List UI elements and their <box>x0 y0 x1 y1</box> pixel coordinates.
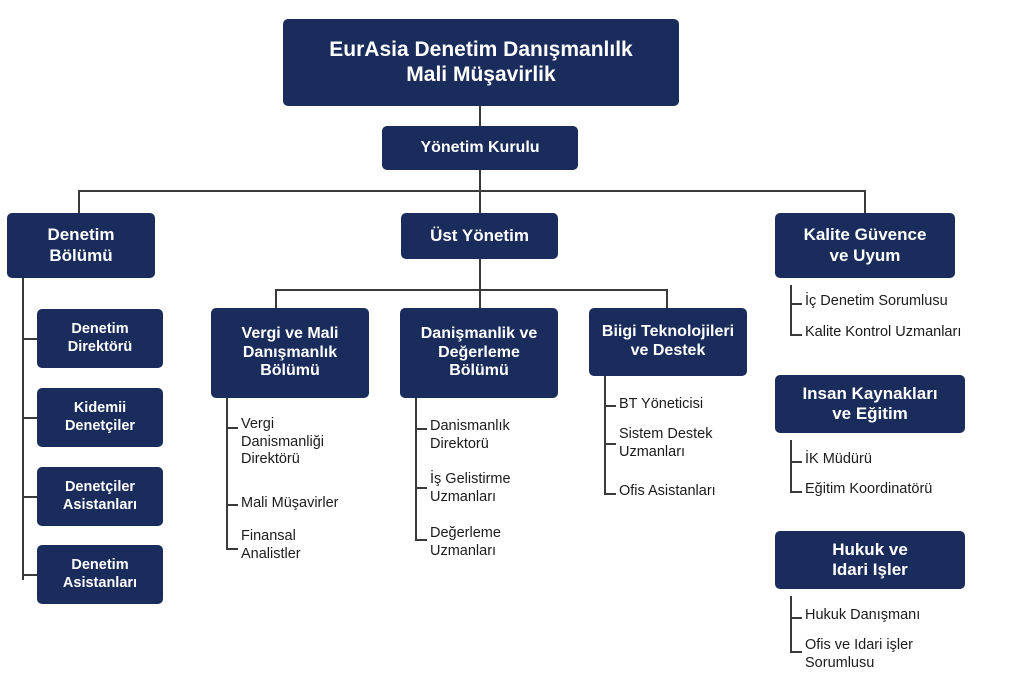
node-yonetim-kurulu[interactable]: Yönetim Kurulu <box>382 126 578 170</box>
connector-hr-spine <box>790 440 792 492</box>
connector-legal-stub-0 <box>790 617 802 619</box>
leaf-kalite-kontrol-uzmanlari: Kalite Kontrol Uzmanları <box>805 324 962 340</box>
connector-vergi-stub-1 <box>226 504 238 506</box>
connector-audit-stub-1 <box>22 417 38 419</box>
connector-danismanlik-stub-2 <box>415 539 427 541</box>
node-denetim-direktoru[interactable]: Denetim Direktörü <box>37 309 163 368</box>
leaf-hukuk-danismani: Hukuk Danışmanı <box>805 607 921 623</box>
leaf-is-gelistirme-uzmanlari: İş Gelistirme Uzmanları <box>430 471 511 505</box>
connector-level1-bus <box>78 190 866 192</box>
node-denetciler-asistanlari[interactable]: Denetçiler Asistanları <box>37 467 163 526</box>
leaf-egitim-koordinatoru: Eğitim Koordinatörü <box>805 481 933 497</box>
connector-vergi-spine <box>226 398 228 550</box>
leaf-finansal-analistler: Finansal Analistler <box>241 528 301 562</box>
node-denetim-asistanlari[interactable]: Denetim Asistanları <box>37 545 163 604</box>
connector-board-down <box>479 170 481 191</box>
node-root-company[interactable]: EurAsia Denetim Danışmanlılk Mali Müşavi… <box>283 19 679 106</box>
connector-danismanlik-stub-0 <box>415 428 427 430</box>
node-hukuk-idari-isler[interactable]: Hukuk ve Idari Işler <box>775 531 965 589</box>
leaf-mali-musavirler: Mali Müşavirler <box>241 495 339 511</box>
connector-danismanlik-stub-1 <box>415 487 427 489</box>
connector-danismanlik-spine <box>415 398 417 541</box>
node-biigi-teknolojileri-destek[interactable]: Biigi Teknolojileri ve Destek <box>589 308 747 376</box>
connector-bt-stub-2 <box>604 493 616 495</box>
leaf-sistem-destek-uzmanlari: Sistem Destek Uzmanları <box>619 426 713 460</box>
leaf-vergi-danismanligi-direktoru: Vergi Danismanliği Direktörü <box>241 416 325 468</box>
connector-bt-spine <box>604 376 606 495</box>
connector-bt-stub-1 <box>604 443 616 445</box>
connector-bus-to-quality <box>864 190 866 213</box>
connector-audit-stub-3 <box>22 574 38 576</box>
connector-root-to-board <box>479 106 481 126</box>
connector-quality-stub-0 <box>790 303 802 305</box>
connector-vergi-stub-0 <box>226 427 238 429</box>
node-denetim-bolumu[interactable]: Denetim Bölümü <box>7 213 155 278</box>
connector-quality-stub-1 <box>790 334 802 336</box>
connector-bus-to-danismanlik <box>479 289 481 308</box>
connector-legal-spine <box>790 596 792 652</box>
connector-hr-stub-1 <box>790 491 802 493</box>
connector-bt-stub-0 <box>604 405 616 407</box>
connector-audit-stub-0 <box>22 338 38 340</box>
leaf-bt-yoneticisi: BT Yöneticisi <box>619 396 704 412</box>
leaf-ik-muduru: İK Müdürü <box>805 451 872 467</box>
connector-audit-spine <box>22 278 24 580</box>
node-kidemii-denetciler[interactable]: Kidemii Denetçiler <box>37 388 163 447</box>
leaf-ic-denetim-sorumlusu: İç Denetim Sorumlusu <box>805 293 948 309</box>
connector-bus-to-vergi <box>275 289 277 308</box>
leaf-ofis-asistanlari: Ofis Asistanları <box>619 483 716 499</box>
connector-vergi-stub-2 <box>226 548 238 550</box>
connector-audit-stub-2 <box>22 496 38 498</box>
leaf-danismanlik-direktoru: Danismanlık Direktorü <box>430 418 510 452</box>
connector-bus-to-topmgmt <box>479 190 481 213</box>
leaf-ofis-idari-isler-sorumlusu: Ofis ve Idari işler Sorumlusu <box>805 637 913 671</box>
connector-bus-to-bt <box>666 289 668 308</box>
connector-bus-to-audit <box>78 190 80 213</box>
leaf-degerleme-uzmanlari: Değerleme Uzmanları <box>430 525 501 559</box>
connector-legal-stub-1 <box>790 651 802 653</box>
connector-quality-spine <box>790 285 792 335</box>
connector-level2-bus <box>275 289 667 291</box>
node-vergi-mali-danismanlik-bolumu[interactable]: Vergi ve Mali Danışmanlık Bölümü <box>211 308 369 398</box>
node-danismanlik-degerleme-bolumu[interactable]: Danişmanlik ve Değerleme Bölümü <box>400 308 558 398</box>
connector-hr-stub-0 <box>790 461 802 463</box>
node-ust-yonetim[interactable]: Üst Yönetim <box>401 213 558 259</box>
node-insan-kaynaklari-egitim[interactable]: Insan Kaynakları ve Eğitim <box>775 375 965 433</box>
connector-topmgmt-down <box>479 259 481 290</box>
node-kalite-guvence-uyum[interactable]: Kalite Güvence ve Uyum <box>775 213 955 278</box>
